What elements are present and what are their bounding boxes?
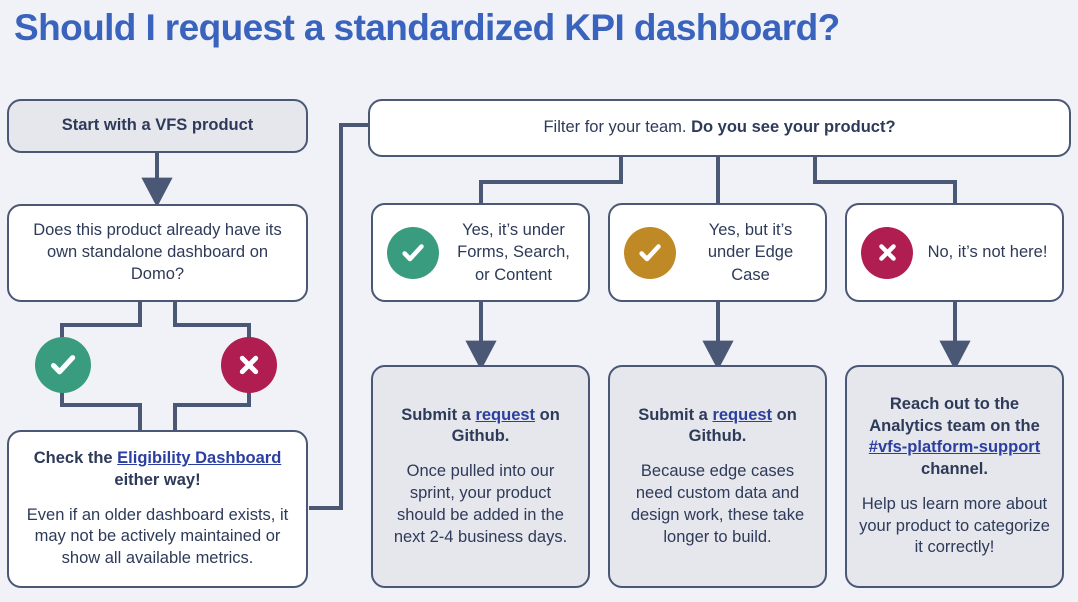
node-result-not-here-inner: Reach out to the Analytics team on the #… bbox=[847, 390, 1062, 563]
github-request-link[interactable]: request bbox=[712, 405, 773, 424]
node-option-no-inner: No, it’s not here! bbox=[847, 226, 1062, 279]
node-result-edge-heading-prefix: Submit a bbox=[638, 405, 713, 424]
node-option-yes-forms-inner: Yes, it’s under Forms, Search, or Conten… bbox=[373, 219, 588, 286]
node-option-yes-forms[interactable]: Yes, it’s under Forms, Search, or Conten… bbox=[371, 203, 590, 302]
node-result-forms-body: Once pulled into our sprint, your produc… bbox=[393, 462, 568, 546]
node-option-yes-edge[interactable]: Yes, but it’s under Edge Case bbox=[608, 203, 827, 302]
node-result-forms-heading-suffix: on Github. bbox=[451, 405, 560, 446]
check-circle-icon bbox=[35, 337, 91, 393]
node-question-domo-inner: Does this product already have its own s… bbox=[9, 216, 306, 289]
node-start-label: Start with a VFS product bbox=[61, 116, 254, 135]
node-eligibility-heading-prefix: Check the bbox=[33, 449, 118, 468]
node-option-yes-forms-label: Yes, it’s under Forms, Search, or Conten… bbox=[457, 220, 570, 284]
slack-channel-link[interactable]: #vfs-platform-support bbox=[868, 438, 1041, 457]
node-eligibility[interactable]: Check the Eligibility Dashboard either w… bbox=[7, 430, 308, 588]
node-result-not-here-heading: Reach out to the Analytics team on the #… bbox=[859, 394, 1050, 481]
node-filter-text-normal: Filter for your team. bbox=[543, 118, 692, 137]
node-result-not-here-heading-suffix: channel. bbox=[921, 460, 988, 479]
node-result-not-here-heading-prefix: Reach out to the Analytics team on the bbox=[869, 394, 1040, 435]
node-result-not-here[interactable]: Reach out to the Analytics team on the #… bbox=[845, 365, 1064, 588]
node-result-forms-heading: Submit a request on Github. bbox=[385, 405, 576, 449]
check-circle-icon bbox=[387, 226, 439, 279]
node-option-no-label: No, it’s not here! bbox=[927, 243, 1048, 262]
node-option-yes-edge-label: Yes, but it’s under Edge Case bbox=[707, 220, 794, 284]
node-result-not-here-body: Help us learn more about your product to… bbox=[859, 494, 1050, 557]
github-request-link[interactable]: request bbox=[475, 405, 536, 424]
node-option-yes-edge-inner: Yes, but it’s under Edge Case bbox=[610, 219, 825, 286]
node-result-forms-heading-prefix: Submit a bbox=[401, 405, 476, 424]
eligibility-dashboard-link[interactable]: Eligibility Dashboard bbox=[117, 449, 282, 468]
node-result-edge[interactable]: Submit a request on Github. Because edge… bbox=[608, 365, 827, 588]
x-circle-icon bbox=[221, 337, 277, 393]
x-circle-icon bbox=[861, 226, 913, 279]
node-result-forms[interactable]: Submit a request on Github. Once pulled … bbox=[371, 365, 590, 588]
node-result-forms-inner: Submit a request on Github. Once pulled … bbox=[373, 401, 588, 553]
node-eligibility-inner: Check the Eligibility Dashboard either w… bbox=[9, 444, 306, 574]
check-circle-icon bbox=[624, 226, 676, 279]
node-filter-inner: Filter for your team. Do you see your pr… bbox=[370, 113, 1069, 143]
node-question-domo[interactable]: Does this product already have its own s… bbox=[7, 204, 308, 302]
node-eligibility-body: Even if an older dashboard exists, it ma… bbox=[26, 505, 289, 568]
page-title: Should I request a standardized KPI dash… bbox=[14, 7, 840, 48]
node-result-edge-body: Because edge cases need custom data and … bbox=[630, 462, 805, 546]
node-result-edge-inner: Submit a request on Github. Because edge… bbox=[610, 401, 825, 553]
node-question-domo-label: Does this product already have its own s… bbox=[33, 221, 282, 283]
node-result-edge-heading-suffix: on Github. bbox=[688, 405, 797, 446]
node-filter[interactable]: Filter for your team. Do you see your pr… bbox=[368, 99, 1071, 157]
node-filter-text: Filter for your team. Do you see your pr… bbox=[382, 117, 1057, 139]
node-filter-text-bold: Do you see your product? bbox=[691, 118, 896, 137]
node-eligibility-heading: Check the Eligibility Dashboard either w… bbox=[21, 448, 294, 492]
node-option-no[interactable]: No, it’s not here! bbox=[845, 203, 1064, 302]
node-start[interactable]: Start with a VFS product bbox=[7, 99, 308, 153]
node-start-inner: Start with a VFS product bbox=[9, 111, 306, 141]
node-result-edge-heading: Submit a request on Github. bbox=[622, 405, 813, 449]
node-eligibility-heading-suffix: either way! bbox=[114, 470, 201, 489]
